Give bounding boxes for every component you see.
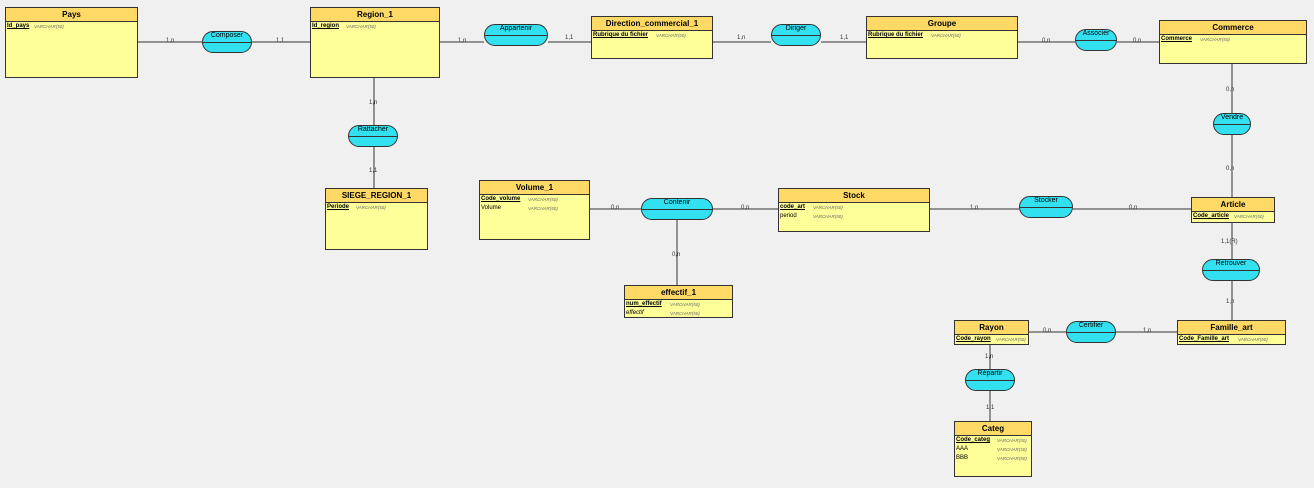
cardinality-label: 1,n xyxy=(369,100,378,106)
relation-stocker[interactable]: Stocker xyxy=(1019,196,1073,218)
entity-title: Categ xyxy=(955,422,1031,436)
cardinality-label: 1,1 xyxy=(565,35,574,41)
cardinality-label: 0,n xyxy=(1226,87,1235,93)
entity-title: Article xyxy=(1192,198,1274,212)
cardinality-label: 0,n xyxy=(741,205,750,211)
entity-title: Region_1 xyxy=(311,8,439,22)
cardinality-label: 1,1 xyxy=(986,405,995,411)
relation-appartenir[interactable]: Appartenir xyxy=(484,24,548,46)
cardinality-label: 1,n xyxy=(737,35,746,41)
cardinality-label: 1,1 xyxy=(369,168,378,174)
entity-title: Pays xyxy=(6,8,137,22)
cardinality-label: 1,n xyxy=(985,354,994,360)
cardinality-label: 0,n xyxy=(1043,328,1052,334)
cardinality-label: 0,n xyxy=(1226,166,1235,172)
cardinality-label: 1,1 xyxy=(276,38,285,44)
entity-title: effectif_1 xyxy=(625,286,732,300)
cardinality-label: 0,n xyxy=(1129,205,1138,211)
entity-direction-commercial[interactable]: Direction_commercial_1 Rubrique du fichi… xyxy=(591,16,713,59)
cardinality-label: 0,n xyxy=(1133,38,1142,44)
relation-rattacher[interactable]: Rattacher xyxy=(348,125,398,147)
cardinality-label: 0,n xyxy=(672,252,681,258)
relation-associer[interactable]: Associer xyxy=(1075,29,1117,51)
cardinality-label: 0,n xyxy=(1042,38,1051,44)
entity-title: Rayon xyxy=(955,321,1028,335)
relation-contenir[interactable]: Contenir xyxy=(641,198,713,220)
entity-title: Commerce xyxy=(1160,21,1306,35)
relation-retrouver[interactable]: Retrouver xyxy=(1202,259,1260,281)
entity-title: SIEGE_REGION_1 xyxy=(326,189,427,203)
relation-composer[interactable]: Composer xyxy=(202,31,252,53)
relation-diriger[interactable]: Diriger xyxy=(771,24,821,46)
relation-certifier[interactable]: Certifier xyxy=(1066,321,1116,343)
entity-title: Volume_1 xyxy=(480,181,589,195)
relation-repartir[interactable]: Répartir xyxy=(965,369,1015,391)
entity-title: Groupe xyxy=(867,17,1017,31)
cardinality-label: 1,n xyxy=(1226,299,1235,305)
cardinality-label: 1,n xyxy=(970,205,979,211)
cardinality-label: 1,1 xyxy=(840,35,849,41)
cardinality-label: 0,n xyxy=(611,205,620,211)
relation-vendre[interactable]: Vendre xyxy=(1213,113,1251,135)
entity-title: Direction_commercial_1 xyxy=(592,17,712,31)
cardinality-label: 1,1(R) xyxy=(1221,239,1238,245)
cardinality-label: 1,n xyxy=(166,38,175,44)
entity-title: Famille_art xyxy=(1178,321,1285,335)
cardinality-label: 1,n xyxy=(458,38,467,44)
entity-title: Stock xyxy=(779,189,929,203)
cardinality-label: 1,n xyxy=(1143,328,1152,334)
